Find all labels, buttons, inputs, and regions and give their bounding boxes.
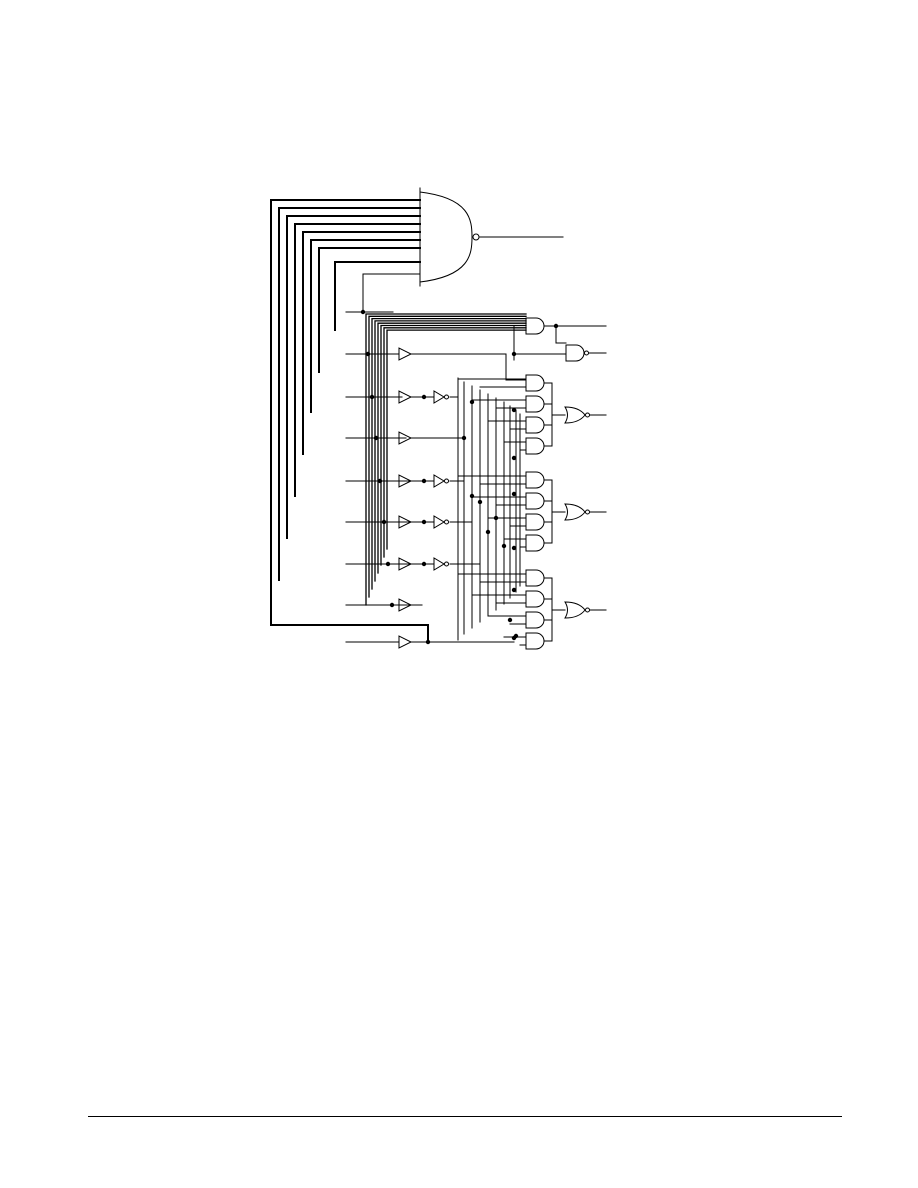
and-gate: [525, 534, 545, 552]
wire: [270, 624, 429, 643]
wire: [302, 231, 421, 455]
inversion-bubble: [585, 509, 590, 515]
junction-dot: [389, 602, 395, 608]
wire: [362, 273, 421, 313]
junction-dot: [385, 561, 391, 567]
wire: [374, 320, 527, 582]
wire: [318, 247, 421, 373]
junction-dot: [507, 617, 513, 623]
inversion-bubble: [444, 561, 449, 567]
and-gate: [525, 416, 545, 434]
wire: [543, 403, 566, 416]
inversion-bubble: [444, 478, 449, 484]
junction-dot: [485, 529, 491, 535]
inversion-bubble: [444, 394, 449, 400]
and-gate: [525, 513, 545, 531]
wire: [368, 315, 527, 598]
wire: [310, 239, 421, 413]
inverter-gate: [433, 390, 445, 404]
junction-dot: [511, 455, 517, 461]
buffer-gate: [398, 635, 413, 649]
nor-gate: [564, 601, 586, 619]
buffer-gate: [398, 515, 413, 529]
junction-dot: [469, 399, 475, 405]
junction-dot: [421, 478, 427, 484]
wire: [555, 325, 567, 344]
and-gate: [525, 374, 545, 392]
buffer-gate: [398, 347, 413, 361]
junction-dot: [469, 493, 475, 499]
nand-gate: [565, 344, 585, 362]
wire: [294, 223, 421, 497]
inversion-bubble: [584, 350, 589, 356]
wire: [365, 313, 527, 606]
inversion-bubble: [585, 607, 590, 613]
inversion-bubble: [472, 233, 480, 241]
wire: [270, 199, 421, 626]
and-gate: [525, 437, 545, 455]
wire: [543, 414, 566, 447]
inversion-bubble: [444, 519, 449, 525]
inversion-bubble: [585, 412, 590, 418]
wire: [543, 414, 566, 426]
junction-dot: [421, 519, 427, 525]
and-gate: [525, 590, 545, 608]
wire: [543, 609, 566, 621]
wire: [278, 207, 421, 581]
junction-dot: [360, 309, 366, 315]
wire: [380, 324, 527, 566]
wire: [543, 382, 566, 416]
junction-dot: [501, 543, 507, 549]
large-nand-gate: [419, 187, 473, 287]
and-gate: [525, 317, 545, 335]
junction-dot: [511, 635, 517, 641]
wire: [543, 598, 566, 611]
junction-dot: [421, 394, 427, 400]
and-gate: [525, 395, 545, 413]
junction-dot: [511, 545, 517, 551]
junction-dot: [511, 491, 517, 497]
buffer-gate: [398, 598, 413, 612]
buffer-gate: [398, 474, 413, 488]
junction-dot: [511, 407, 517, 413]
wire: [410, 353, 527, 381]
nor-gate: [564, 406, 586, 424]
and-gate: [525, 611, 545, 629]
wire: [543, 500, 566, 513]
wire: [383, 327, 527, 558]
wire: [543, 609, 566, 642]
and-gate: [525, 632, 545, 650]
inverter-gate: [433, 515, 445, 529]
junction-dot: [511, 587, 517, 593]
junction-dot: [421, 561, 427, 567]
and-gate: [525, 569, 545, 587]
and-gate: [525, 492, 545, 510]
wire: [371, 317, 527, 590]
and-gate: [525, 471, 545, 489]
wire: [286, 215, 421, 539]
inverter-gate: [433, 557, 445, 571]
buffer-gate: [398, 431, 413, 445]
wire: [543, 511, 566, 544]
wire: [386, 329, 527, 550]
nor-gate: [564, 503, 586, 521]
buffer-gate: [398, 557, 413, 571]
wire: [543, 511, 566, 523]
wire: [334, 261, 421, 331]
footer-rule: [88, 1116, 842, 1117]
junction-dot: [477, 499, 483, 505]
wire: [377, 322, 527, 574]
wire: [543, 479, 566, 513]
inverter-gate: [433, 474, 445, 488]
buffer-gate: [398, 390, 413, 404]
wire: [543, 577, 566, 611]
